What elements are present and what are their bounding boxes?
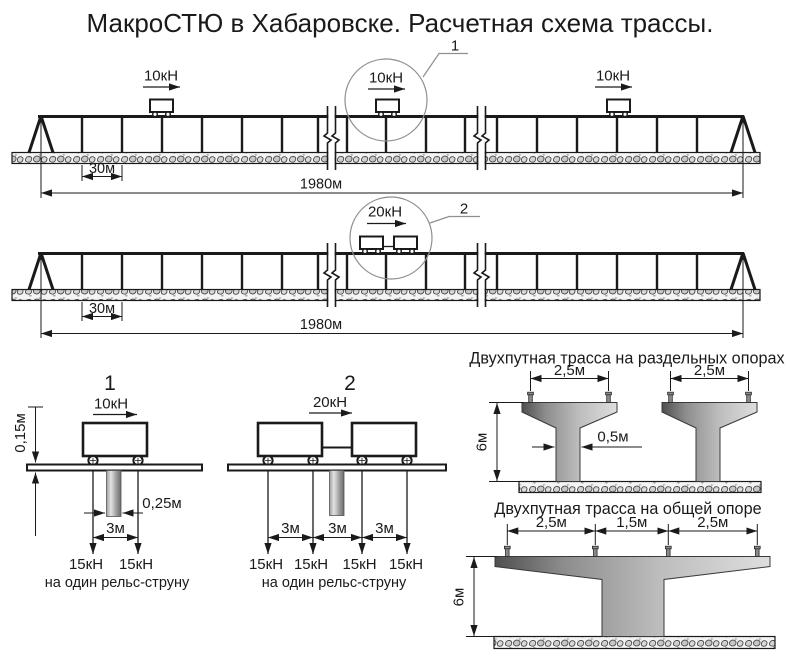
scheme-double-load: 30м 1980м 20кН 2 bbox=[11, 196, 761, 338]
dimensions: 30м 1980м bbox=[40, 257, 744, 338]
spacing-label: 3м bbox=[281, 520, 300, 537]
gauge-label: 1,5м bbox=[616, 514, 647, 531]
dimensions: 30м 1980м bbox=[40, 120, 744, 198]
gauge-label: 2,5м bbox=[697, 514, 728, 531]
span-dim-label: 30м bbox=[89, 301, 115, 317]
break-lines bbox=[322, 243, 491, 307]
callout-number-1: 1 bbox=[451, 38, 459, 55]
pier-common bbox=[494, 556, 771, 637]
detail-caption: на один рельс-струну bbox=[45, 575, 190, 591]
vehicle-cart bbox=[359, 235, 384, 255]
vehicle-cart bbox=[149, 98, 174, 118]
break-gap bbox=[478, 243, 485, 307]
break-gap bbox=[478, 106, 485, 170]
callout-leader-1 bbox=[422, 52, 468, 78]
pier-left bbox=[521, 402, 618, 482]
column-width-label: 0,5м bbox=[597, 429, 628, 446]
detail-2: 2 20кН 3м 3м 3м 15кН 15кН 15кН 15кН на о… bbox=[227, 372, 447, 591]
break-gap bbox=[328, 243, 335, 307]
pier-right bbox=[661, 402, 758, 482]
detail-1: 1 10кН 0,15м 0,25м 3м 15кН 15кН на один … bbox=[12, 372, 203, 591]
callout-circle-2 bbox=[349, 196, 433, 280]
detail-number: 1 bbox=[104, 372, 116, 395]
load-label: 10кН bbox=[369, 70, 403, 87]
truss-posts bbox=[80, 115, 699, 153]
dimensions: 2,5м 2,5м 6м 0,5м bbox=[474, 362, 749, 482]
height-label: 6м bbox=[474, 433, 491, 452]
ground-strip bbox=[493, 635, 776, 650]
rail-string bbox=[227, 463, 447, 472]
vehicle-cart bbox=[393, 235, 418, 255]
spacing-label: 3м bbox=[328, 520, 347, 537]
spacing-label: 3м bbox=[375, 520, 394, 537]
vehicle-cart bbox=[350, 421, 418, 467]
total-dim-label: 1980м bbox=[300, 177, 342, 193]
support-column bbox=[106, 470, 122, 517]
anchor-support-right bbox=[729, 115, 757, 153]
rail-posts bbox=[503, 545, 761, 557]
break-gap bbox=[328, 106, 335, 170]
load-label: 10кН bbox=[596, 68, 630, 85]
ground-strip bbox=[11, 288, 761, 302]
section-title: Двухпутная трасса на раздельных опорах bbox=[469, 350, 784, 368]
dimensions: 2,5м 1,5м 2,5м 6м bbox=[451, 514, 758, 637]
gauge-label: 2,5м bbox=[694, 362, 725, 379]
force-label: 15кН bbox=[294, 556, 328, 573]
rail-posts bbox=[527, 391, 752, 403]
load-label: 10кН bbox=[94, 396, 128, 413]
support-column bbox=[329, 470, 345, 516]
column-width-label: 0,25м bbox=[142, 495, 182, 512]
total-dim-label: 1980м bbox=[300, 317, 342, 333]
truss-posts bbox=[80, 252, 699, 290]
section-separate-piers: Двухпутная трасса на раздельных опорах 2… bbox=[469, 350, 785, 494]
force-label: 15кН bbox=[249, 556, 283, 573]
anchor-support-right bbox=[729, 252, 757, 290]
ground-strip bbox=[518, 480, 762, 494]
vehicle-cart bbox=[606, 98, 631, 118]
rail-string bbox=[26, 463, 203, 472]
section-title: Двухпутная трасса на общей опоре bbox=[494, 500, 761, 518]
force-label: 15кН bbox=[389, 556, 423, 573]
callout-leader-2 bbox=[429, 215, 480, 224]
detail-number: 2 bbox=[344, 372, 356, 395]
detail-caption: на один рельс-струну bbox=[262, 575, 407, 591]
load-label: 10кН bbox=[144, 68, 178, 85]
spacing-label: 3м bbox=[106, 520, 125, 537]
break-lines bbox=[322, 106, 491, 170]
page-title: МакроСТЮ в Хабаровске. Расчетная схема т… bbox=[87, 8, 714, 38]
callout-circle-1 bbox=[344, 58, 428, 142]
anchor-support-left bbox=[27, 252, 55, 290]
gauge-label: 2,5м bbox=[554, 362, 585, 379]
span-dim-label: 30м bbox=[89, 161, 115, 177]
anchor-support-left bbox=[27, 115, 55, 153]
section-common-pier: Двухпутная трасса на общей опоре 2,5м 1,… bbox=[451, 500, 776, 650]
load-label: 20кН bbox=[368, 204, 402, 221]
gauge-label: 2,5м bbox=[536, 514, 567, 531]
vehicle-cart bbox=[81, 421, 149, 467]
callout-number-2: 2 bbox=[460, 201, 468, 218]
load-label: 20кН bbox=[313, 394, 347, 411]
scheme-single-load: 30м 1980м 10кН 10кН 10кН 1 bbox=[11, 38, 761, 198]
rail-height-label: 0,15м bbox=[12, 413, 29, 453]
force-label: 15кН bbox=[69, 556, 103, 573]
ground-strip bbox=[11, 151, 761, 165]
force-label: 15кН bbox=[342, 556, 376, 573]
height-label: 6м bbox=[451, 588, 468, 607]
force-label: 15кН bbox=[119, 556, 153, 573]
vehicle-cart bbox=[256, 421, 324, 467]
vehicle-cart bbox=[375, 98, 400, 118]
